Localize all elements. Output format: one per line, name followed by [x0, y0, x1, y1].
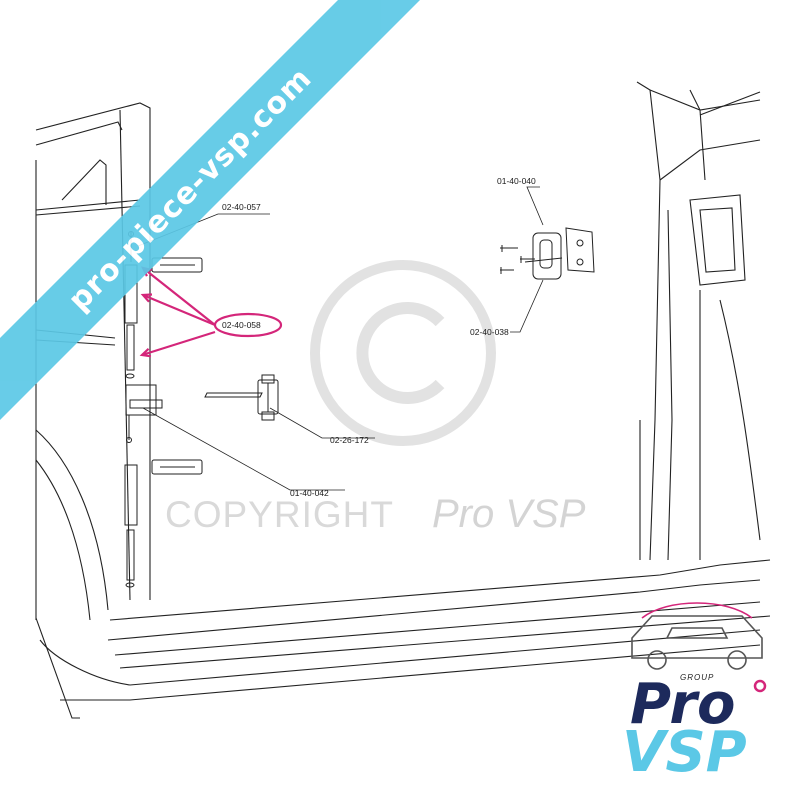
- watermark-copyright-text: COPYRIGHT: [165, 494, 394, 535]
- part-label-02-40-057: 02-40-057: [222, 202, 261, 212]
- logo-accent-dot: [753, 679, 767, 693]
- logo-group-text: GROUP: [680, 673, 714, 682]
- arrow-head: [139, 348, 152, 358]
- arrow-head: [140, 293, 153, 303]
- door-frame-outline: [35, 81, 771, 719]
- highlight-arrows: [141, 267, 283, 357]
- car-silhouette-icon: [631, 602, 763, 670]
- provsp-logo: GROUP Pro VSP: [622, 602, 767, 778]
- lower-hinge: [124, 384, 203, 588]
- part-label-02-26-172: 02-26-172: [330, 435, 369, 445]
- part-label-02-40-038: 02-40-038: [470, 327, 509, 337]
- striker-plate: [500, 227, 595, 280]
- part-label-02-40-058: 02-40-058: [222, 320, 261, 330]
- logo-pro-text: Pro: [630, 672, 735, 737]
- part-label-01-40-040: 01-40-040: [497, 176, 536, 186]
- copyright-watermark-symbol: [310, 260, 496, 446]
- logo-vsp-text: VSP: [622, 720, 747, 778]
- part-label-01-40-042: 01-40-042: [290, 488, 329, 498]
- watermark-brand-text: Pro VSP: [432, 492, 586, 536]
- door-check-strap: [204, 374, 279, 421]
- pin-02-40-058: [125, 324, 135, 379]
